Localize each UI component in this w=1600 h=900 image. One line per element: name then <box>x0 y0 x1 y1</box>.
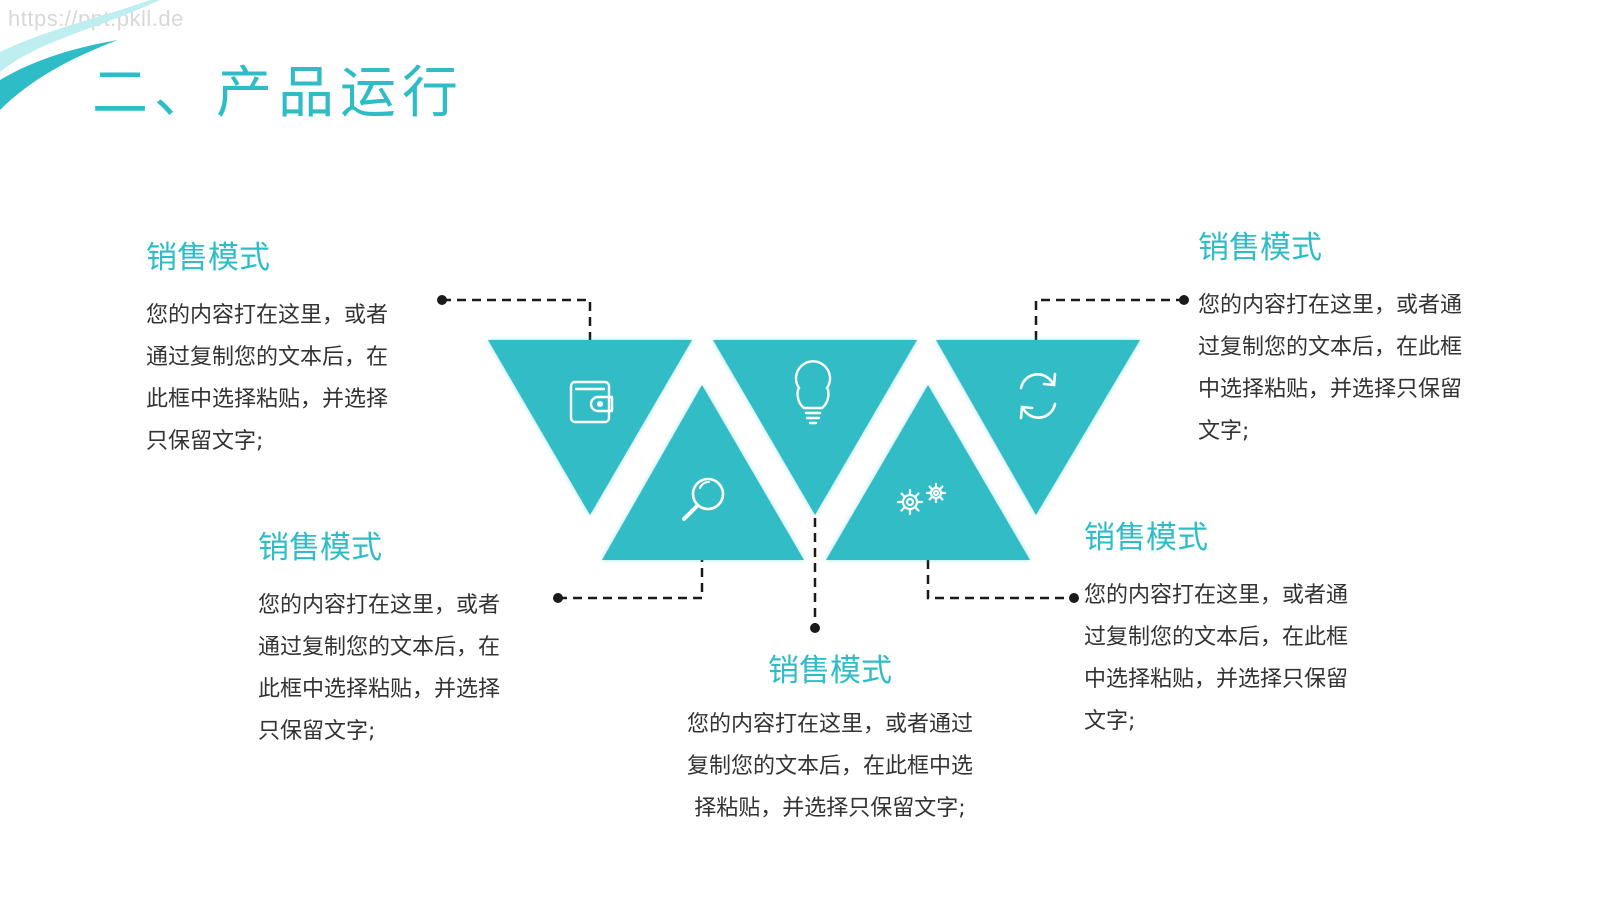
block-heading: 销售模式 <box>1084 520 1208 556</box>
dot-top-left <box>437 295 447 305</box>
desc-line: 您的内容打在这里，或者通 <box>1198 293 1463 318</box>
desc-line: 文字; <box>1084 709 1136 734</box>
connector-bottom-left <box>558 560 704 600</box>
triangle-up-1 <box>602 385 804 560</box>
gears-icon <box>896 482 947 516</box>
text-block-bottom-right: 销售模式 您的内容打在这里，或者通 过复制您的文本后，在此框 中选择粘贴，并选择… <box>1084 512 1374 743</box>
dot-bottom-left <box>553 593 563 603</box>
connector-top-right <box>1034 298 1184 340</box>
text-block-bottom-center: 销售模式 您的内容打在这里，或者通过 复制您的文本后，在此框中选 择粘贴，并选择… <box>670 645 990 830</box>
desc-line: 您的内容打在这里，或者 <box>258 593 501 618</box>
corner-swoosh-decoration <box>0 0 160 110</box>
desc-line: 您的内容打在这里，或者通 <box>1084 583 1349 608</box>
desc-line: 过复制您的文本后，在此框 <box>1198 335 1463 360</box>
lightbulb-icon <box>794 360 832 425</box>
desc-line: 中选择粘贴，并选择只保留 <box>1198 377 1463 402</box>
triangle-up-2 <box>826 385 1030 560</box>
connector-lines <box>442 298 1184 628</box>
block-heading: 销售模式 <box>146 240 270 276</box>
block-heading: 销售模式 <box>768 653 892 689</box>
desc-line: 此框中选择粘贴，并选择 <box>146 387 389 412</box>
desc-line: 文字; <box>1198 419 1250 444</box>
desc-line: 只保留文字; <box>146 429 264 454</box>
magnifier-icon <box>682 477 725 521</box>
triangle-down-3 <box>936 340 1140 515</box>
desc-line: 您的内容打在这里，或者通过 <box>686 712 973 737</box>
dot-bottom-right <box>1069 593 1079 603</box>
text-block-bottom-left: 销售模式 您的内容打在这里，或者 通过复制您的文本后，在 此框中选择粘贴，并选择… <box>258 522 528 753</box>
triangle-down-2 <box>713 340 917 515</box>
text-block-top-right: 销售模式 您的内容打在这里，或者通 过复制您的文本后，在此框 中选择粘贴，并选择… <box>1198 222 1488 453</box>
desc-line: 通过复制您的文本后，在 <box>146 345 389 370</box>
refresh-icon <box>1019 372 1057 420</box>
block-description: 您的内容打在这里，或者通过 复制您的文本后，在此框中选 择粘贴，并选择只保留文字… <box>670 704 990 830</box>
desc-line: 只保留文字; <box>258 719 376 744</box>
connector-top-left <box>442 298 592 340</box>
desc-line: 此框中选择粘贴，并选择 <box>258 677 501 702</box>
block-heading: 销售模式 <box>258 530 382 566</box>
desc-line: 过复制您的文本后，在此框 <box>1084 625 1349 650</box>
dot-top-right <box>1179 295 1189 305</box>
page-title: 二、产品运行 <box>92 61 464 126</box>
dot-bottom-center <box>810 623 820 633</box>
block-heading: 销售模式 <box>1198 230 1322 266</box>
block-description: 您的内容打在这里，或者通 过复制您的文本后，在此框 中选择粘贴，并选择只保留 文… <box>1084 575 1374 743</box>
desc-line: 中选择粘贴，并选择只保留 <box>1084 667 1349 692</box>
connector-dots <box>437 295 1189 633</box>
wallet-icon <box>569 380 614 424</box>
desc-line: 您的内容打在这里，或者 <box>146 303 389 328</box>
connector-bottom-right <box>926 560 1074 600</box>
triangle-down-1 <box>488 340 692 515</box>
desc-line: 择粘贴，并选择只保留文字; <box>694 796 966 821</box>
block-description: 您的内容打在这里，或者通 过复制您的文本后，在此框 中选择粘贴，并选择只保留 文… <box>1198 285 1488 453</box>
desc-line: 通过复制您的文本后，在 <box>258 635 501 660</box>
block-description: 您的内容打在这里，或者 通过复制您的文本后，在 此框中选择粘贴，并选择 只保留文… <box>258 585 528 753</box>
block-description: 您的内容打在这里，或者 通过复制您的文本后，在 此框中选择粘贴，并选择 只保留文… <box>146 295 416 463</box>
text-block-top-left: 销售模式 您的内容打在这里，或者 通过复制您的文本后，在 此框中选择粘贴，并选择… <box>146 232 416 463</box>
desc-line: 复制您的文本后，在此框中选 <box>686 754 973 779</box>
